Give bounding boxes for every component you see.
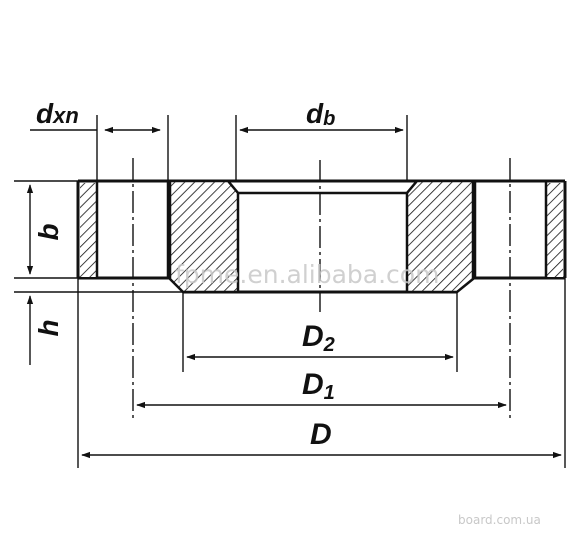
dimension-lines [26,126,562,459]
watermark: fpme.en.alibaba.com [175,260,439,289]
corner-credit: board.com.ua [458,513,541,527]
hub-left-section [168,179,240,294]
dimension-labels: dxn db b h D2 D1 D [33,98,335,451]
label-db: db [306,98,335,130]
label-b: b [33,223,64,240]
center-lines [132,158,511,420]
label-D1: D1 [302,368,335,404]
label-D: D [310,418,332,451]
extension-lines [14,115,566,468]
hub-right-section [405,179,475,294]
label-h: h [33,319,64,336]
bolt-hole-right-section [544,181,563,278]
label-dxn: dxn [36,98,79,129]
bolt-hole-left-section [80,181,99,278]
label-D2: D2 [302,320,335,356]
